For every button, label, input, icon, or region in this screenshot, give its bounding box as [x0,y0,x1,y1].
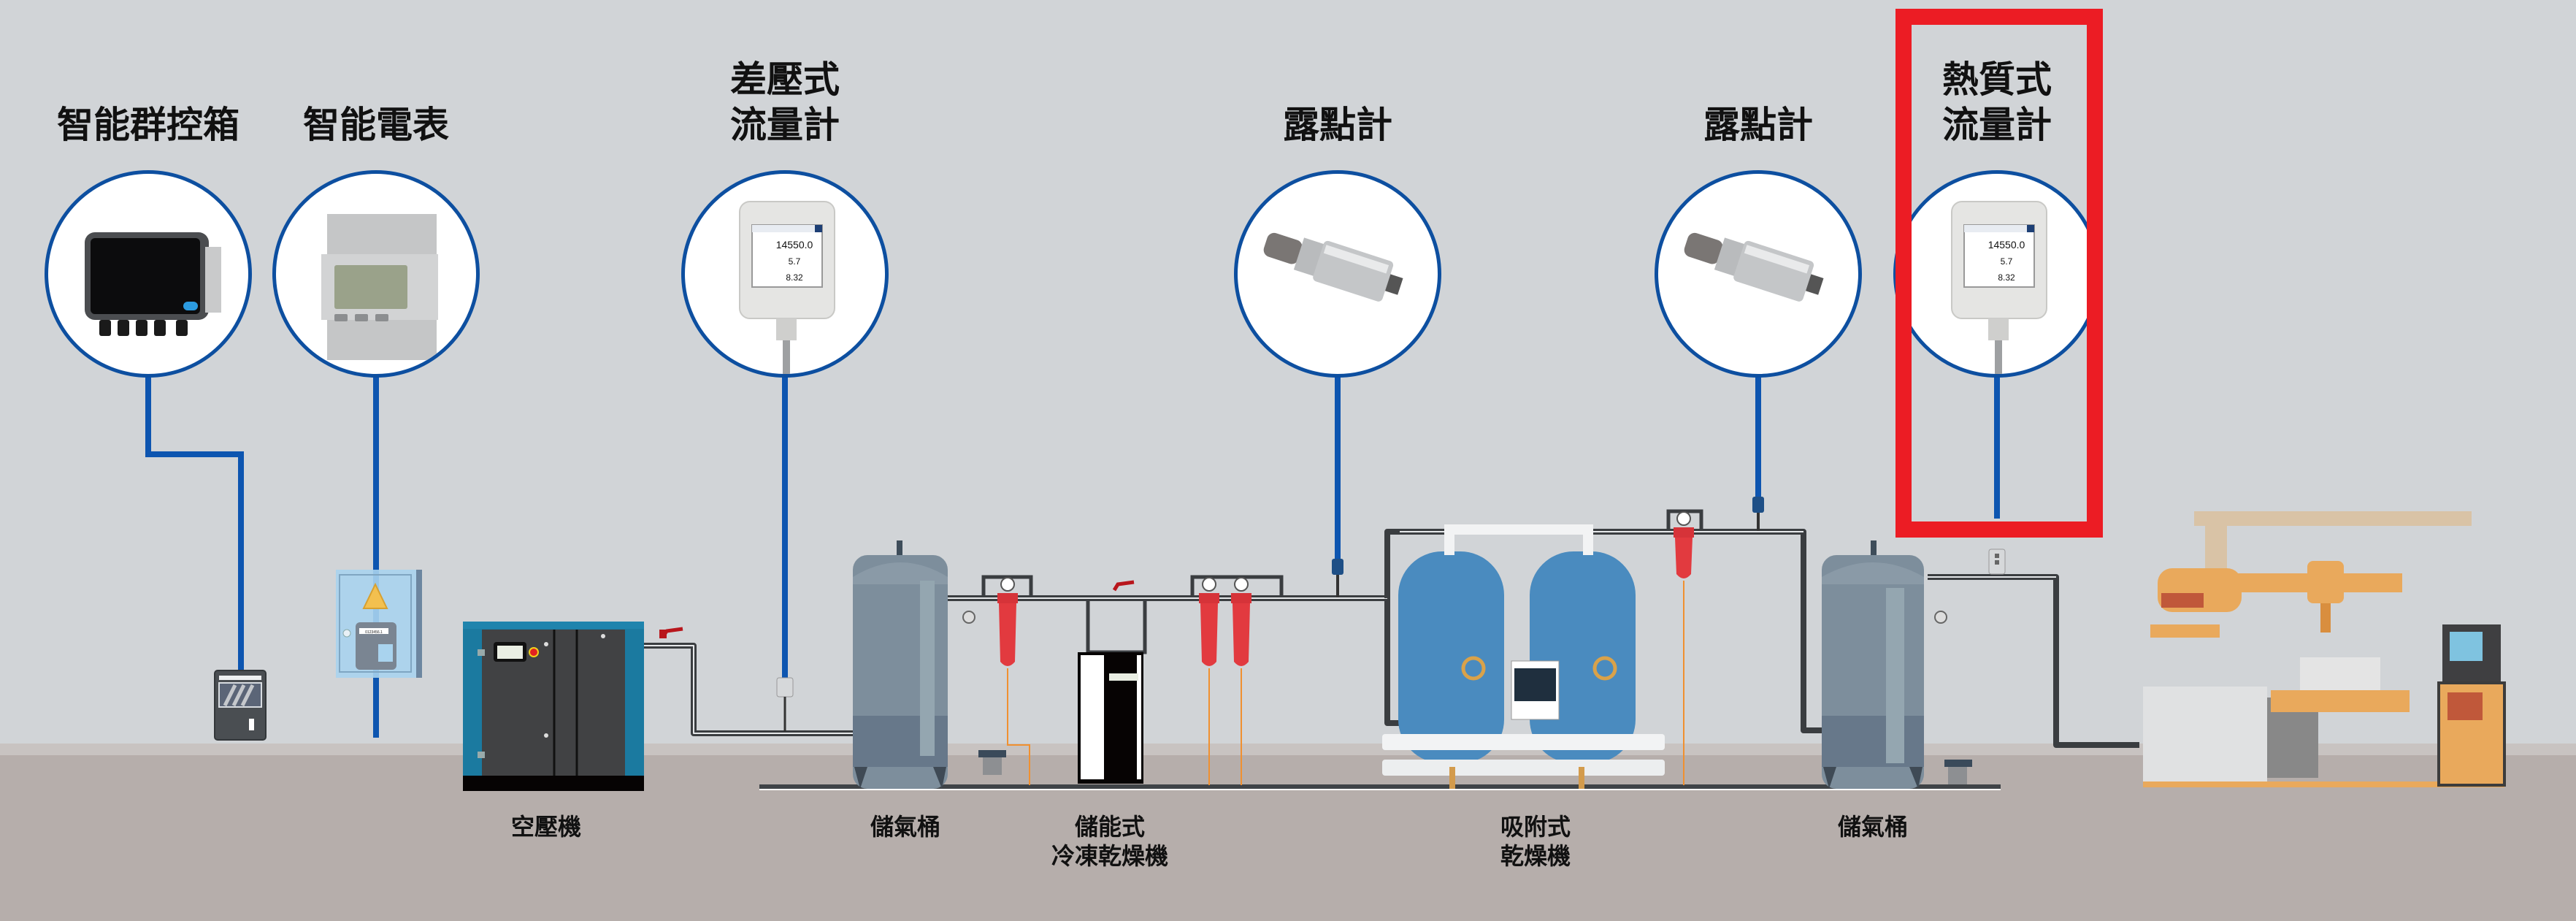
electric-cabinet [336,570,422,678]
thermal-flow-value: 14550.0 [1988,239,2025,251]
wall-background [0,0,2576,744]
label-thermal-flowmeter-line1: 熱質式 [1942,58,2052,101]
label-adsorption-dryer-line2: 乾燥機 [1500,842,1571,870]
filter-2 [1190,575,1284,785]
refrigerated-dryer [1078,580,1147,784]
label-dp-flowmeter-line1: 差壓式 [730,58,840,101]
label-air-compressor: 空壓機 [510,813,582,841]
dewpoint-1-image [1263,232,1403,302]
filter-1 [981,575,1033,785]
group-controller-wallbox [214,670,267,741]
dewpoint-probes [1332,497,1764,597]
dewpoint-2-callout [1655,170,1862,378]
adsorption-dryer [1382,524,1665,789]
label-thermal-flowmeter-line2: 流量計 [1942,104,2052,146]
thermal-flowmeter-field-unit [1988,549,2006,575]
label-dewpoint-1: 露點計 [1283,104,1392,146]
filter-3 [1231,577,1251,785]
thermal-pressure-value: 8.32 [1998,272,2015,283]
air-tank-1 [853,540,1006,789]
label-group-controller: 智能群控箱 [57,104,239,146]
factory-machine [2143,511,2506,787]
label-smart-meter: 智能電表 [303,104,449,146]
main-pipe [948,529,2139,748]
filter-4 [1666,509,1703,785]
label-refrigerated-dryer-line1: 儲能式 [1074,813,1146,841]
air-tank-2 [1822,540,1972,789]
label-dp-flowmeter-line2: 流量計 [730,104,840,146]
thermal-flowmeter-callout: 14550.0 5.7 8.32 [1893,170,2101,378]
air-compressor [463,622,644,791]
dewpoint-2-image [1684,232,1824,302]
label-adsorption-dryer-line1: 吸附式 [1500,813,1571,841]
label-refrigerated-dryer-line2: 冷凍乾燥機 [1051,842,1169,870]
label-dewpoint-2: 露點計 [1703,104,1813,146]
energy-meter-reading: 0123456.1 [365,630,383,635]
group-controller-callout [45,170,252,378]
dp-flowmeter-image: 14550.0 5.7 8.32 [739,201,835,374]
smart-meter-image [321,214,438,360]
dp-flow-value: 14550.0 [776,239,813,251]
pipe-compressor-to-tank [644,627,854,736]
dp-flowmeter-callout: 14550.0 5.7 8.32 [681,170,889,378]
dp-velocity-value: 5.7 [789,256,801,267]
line-filters [981,509,1703,785]
highlight-box-thermal-flowmeter [1895,9,2103,538]
dewpoint-1-callout [1234,170,1441,378]
group-controller-image [85,232,221,336]
label-air-tank-1: 儲氣桶 [870,813,941,841]
floor-pipe [759,784,2001,790]
dp-pressure-value: 8.32 [786,272,803,283]
thermal-flowmeter-image: 14550.0 5.7 8.32 [1951,201,2047,374]
label-air-tank-2: 儲氣桶 [1837,813,1909,841]
smart-meter-callout [272,170,480,378]
dp-flowmeter-field-unit [776,677,794,732]
thermal-velocity-value: 5.7 [2001,256,2013,267]
wire-group-controller [145,376,244,727]
signal-wires [145,376,2000,738]
